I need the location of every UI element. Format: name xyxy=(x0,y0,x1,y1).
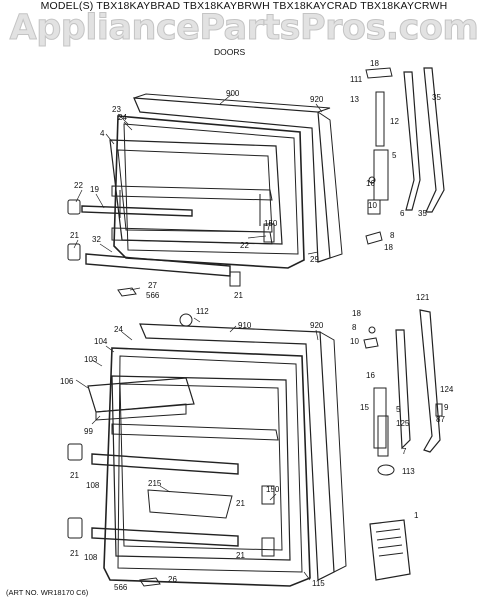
callout-103: 103 xyxy=(84,355,98,364)
callout-900: 900 xyxy=(226,89,240,98)
callout-1: 1 xyxy=(414,511,419,520)
lower-callouts: 112 910 920 24 104 103 106 99 21 108 215… xyxy=(60,293,454,592)
callout-111: 111 xyxy=(350,75,363,84)
callout-21: 21 xyxy=(70,549,79,558)
upper-callouts: 900 920 18 111 13 12 35 23 24 4 22 19 21… xyxy=(70,59,441,300)
callout-19: 19 xyxy=(90,185,99,194)
callout-35: 35 xyxy=(418,209,427,218)
callout-112: 112 xyxy=(196,307,209,316)
callout-5: 5 xyxy=(396,405,401,414)
callout-920: 920 xyxy=(310,321,324,330)
callout-13: 13 xyxy=(350,95,359,104)
callout-16: 16 xyxy=(366,179,375,188)
callout-22: 22 xyxy=(240,241,249,250)
callout-15: 15 xyxy=(360,403,369,412)
callout-5: 5 xyxy=(392,151,397,160)
callout-566: 566 xyxy=(146,291,160,300)
freezer-door-assembly xyxy=(67,67,445,297)
callout-21: 21 xyxy=(236,499,245,508)
callout-115: 115 xyxy=(312,579,325,588)
callout-10: 10 xyxy=(368,201,377,210)
callout-121: 121 xyxy=(416,293,430,302)
callout-26: 26 xyxy=(168,575,177,584)
callout-24: 24 xyxy=(114,325,123,334)
callout-9: 9 xyxy=(444,403,449,412)
callout-920: 920 xyxy=(310,95,324,104)
callout-22: 22 xyxy=(74,181,83,190)
callout-113: 113 xyxy=(402,467,415,476)
callout-99: 99 xyxy=(84,427,93,436)
watermark: AppliancePartsPros.com xyxy=(9,8,479,49)
callout-10: 10 xyxy=(350,337,359,346)
callout-150: 150 xyxy=(264,219,278,228)
callout-16: 16 xyxy=(366,371,375,380)
fresh-food-door-assembly xyxy=(67,309,443,587)
callout-18: 18 xyxy=(352,309,361,318)
model-list-header: MODEL(S) TBX18KAYBRAD TBX18KAYBRWH TBX18… xyxy=(40,0,448,12)
callout-4: 4 xyxy=(100,129,105,138)
callout-215: 215 xyxy=(148,479,162,488)
callout-7: 7 xyxy=(402,447,407,456)
callout-18: 18 xyxy=(370,59,379,68)
callout-6: 6 xyxy=(400,209,405,218)
callout-566: 566 xyxy=(114,583,128,592)
callout-24: 24 xyxy=(118,113,127,122)
callout-32: 32 xyxy=(92,235,101,244)
callout-18: 18 xyxy=(384,243,393,252)
callout-106: 106 xyxy=(60,377,74,386)
callout-23: 23 xyxy=(112,105,121,114)
callout-8: 8 xyxy=(352,323,357,332)
callout-104: 104 xyxy=(94,337,108,346)
callout-21: 21 xyxy=(236,551,245,560)
callout-21: 21 xyxy=(234,291,243,300)
callout-124: 124 xyxy=(440,385,454,394)
callout-21: 21 xyxy=(70,471,79,480)
callout-8: 8 xyxy=(390,231,395,240)
callout-108: 108 xyxy=(84,553,98,562)
leader-lines xyxy=(73,93,323,581)
callout-125: 125 xyxy=(396,419,410,428)
callout-910: 910 xyxy=(238,321,252,330)
callout-150: 150 xyxy=(266,485,280,494)
art-number: (ART NO. WR18170 C6) xyxy=(6,588,89,597)
callout-108: 108 xyxy=(86,481,100,490)
callout-27: 27 xyxy=(148,281,157,290)
callout-12: 12 xyxy=(390,117,399,126)
section-title: DOORS xyxy=(214,47,246,57)
callout-87: 87 xyxy=(436,415,445,424)
callout-21: 21 xyxy=(70,231,79,240)
callout-29: 29 xyxy=(310,255,319,264)
callout-35: 35 xyxy=(432,93,441,102)
